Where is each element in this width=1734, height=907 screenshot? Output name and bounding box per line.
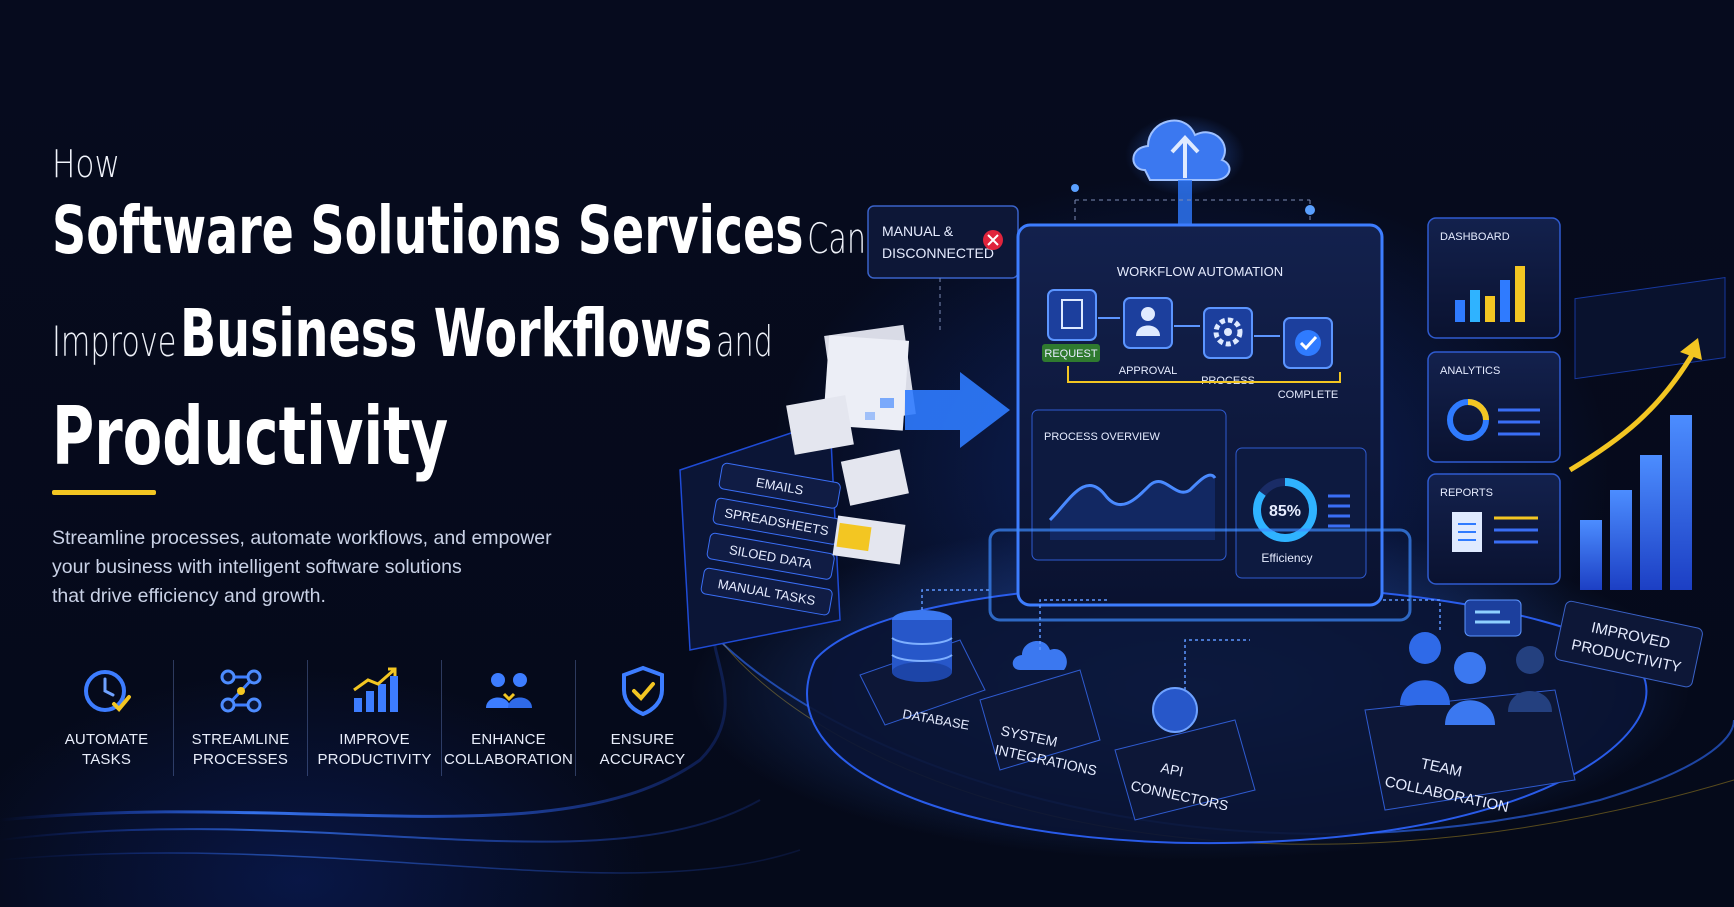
check-circle-icon xyxy=(1295,330,1321,356)
connector-lines xyxy=(921,589,1441,690)
feature-ensure-accuracy: ENSURE ACCURACY xyxy=(576,660,709,776)
flow-arrow-icon xyxy=(865,372,1010,448)
feature-enhance-collaboration: ENHANCE COLLABORATION xyxy=(442,660,576,776)
feature-improve-productivity: IMPROVE PRODUCTIVITY xyxy=(308,660,442,776)
person-icon xyxy=(1454,652,1486,684)
area-line xyxy=(1048,473,1217,522)
feature-label: AUTOMATE xyxy=(64,731,149,748)
person-icon xyxy=(1516,646,1544,674)
headline-bold-1: Software Solutions Services xyxy=(52,192,804,269)
manual-label-line-2: DISCONNECTED xyxy=(882,245,994,261)
workflow-automation-screen: WORKFLOW AUTOMATION REQUEST APPROVAL PRO… xyxy=(988,223,1412,622)
description: Streamline processes, automate workflows… xyxy=(52,524,572,611)
headline-line-3: Productivity xyxy=(52,394,599,502)
efficiency-value: 85% xyxy=(1269,503,1301,520)
step-complete: COMPLETE xyxy=(1278,317,1339,401)
api-label-line-1: API xyxy=(1159,759,1184,779)
headline-line-1: Software Solutions Services Can xyxy=(52,188,866,291)
growth-bars xyxy=(1568,276,1726,590)
cloud-upload-icon xyxy=(1071,115,1315,238)
feature-streamline-processes: STREAMLINE PROCESSES xyxy=(174,660,308,776)
side-panel-title: ANALYTICS xyxy=(1440,365,1500,377)
process-overview-card: PROCESS OVERVIEW xyxy=(1031,409,1227,561)
efficiency-card: 85% Efficiency xyxy=(1235,447,1367,579)
headline-bold-2: Business Workflows xyxy=(180,295,713,372)
puzzle-icon xyxy=(1152,687,1198,733)
feature-label: ENSURE xyxy=(610,731,675,748)
chat-bubble-icon xyxy=(1464,599,1522,637)
side-panel-analytics: ANALYTICS xyxy=(1427,351,1561,463)
feature-label: IMPROVE xyxy=(339,731,410,748)
clock-check-icon xyxy=(83,670,131,712)
cloud-network-icon xyxy=(1012,640,1067,670)
efficiency-ring xyxy=(1253,478,1317,542)
team-collaboration-block: TEAM COLLABORATION xyxy=(1364,599,1576,816)
step-request: REQUEST xyxy=(1042,289,1100,362)
feature-label: STREAMLINE xyxy=(191,731,290,748)
description-line: your business with intelligent software … xyxy=(52,556,462,578)
database-block: DATABASE xyxy=(859,610,986,733)
step-label-approval: APPROVAL xyxy=(1119,365,1178,377)
manual-disconnected-card: MANUAL & DISCONNECTED xyxy=(867,205,1019,330)
step-approval: APPROVAL xyxy=(1119,297,1178,377)
process-overview-title: PROCESS OVERVIEW xyxy=(1044,431,1161,443)
headline: How Software Solutions Services Can Impr… xyxy=(52,140,866,502)
side-panel-dashboard: DASHBOARD xyxy=(1427,217,1561,339)
side-panel-title: DASHBOARD xyxy=(1440,231,1510,243)
workflow-title: WORKFLOW AUTOMATION xyxy=(1117,264,1283,279)
clipboard-icon xyxy=(1061,299,1083,329)
feature-label: PROCESSES xyxy=(192,751,289,768)
headline-line-2: Improve Business Workflows and xyxy=(52,291,773,394)
efficiency-label: Efficiency xyxy=(1261,551,1312,565)
manual-label-line-1: MANUAL & xyxy=(882,223,954,239)
improved-productivity-label: IMPROVED PRODUCTIVITY xyxy=(1554,600,1703,688)
user-icon xyxy=(1141,307,1155,321)
step-label-complete: COMPLETE xyxy=(1278,389,1339,401)
feature-automate-tasks: AUTOMATE TASKS xyxy=(40,660,174,776)
network-nodes-icon xyxy=(220,669,261,713)
team-icon xyxy=(485,673,532,708)
trend-arrow-icon xyxy=(1568,348,1698,473)
loop-connector xyxy=(1067,366,1341,383)
feature-label: PRODUCTIVITY xyxy=(317,751,432,768)
feature-label: TASKS xyxy=(81,751,132,768)
person-icon xyxy=(1409,632,1441,664)
headline-how: How xyxy=(52,142,120,186)
headline-light-1: Can xyxy=(807,214,867,263)
feature-label: ENHANCE xyxy=(471,731,546,748)
feature-list: AUTOMATE TASKS STREAMLINE PROCESSES IMPROV… xyxy=(40,660,709,776)
description-line: that drive efficiency and growth. xyxy=(52,585,326,607)
description-line: Streamline processes, automate workflows… xyxy=(52,527,552,549)
headline-bold-3: Productivity xyxy=(52,390,449,483)
gear-icon xyxy=(1213,317,1243,347)
system-integrations-block: SYSTEM INTEGRATIONS xyxy=(979,640,1101,779)
feature-label: COLLABORATION xyxy=(443,751,574,768)
growth-chart-icon xyxy=(352,667,398,712)
step-process: PROCESS xyxy=(1201,307,1255,387)
feature-label: ACCURACY xyxy=(599,751,686,768)
shield-check-icon xyxy=(621,665,664,717)
headline-light-3: and xyxy=(715,317,773,366)
step-label-request: REQUEST xyxy=(1044,348,1097,360)
side-panel-reports: REPORTS xyxy=(1427,473,1561,585)
monitor-base-glow xyxy=(988,528,1412,622)
accent-divider xyxy=(52,490,156,495)
api-connectors-block: API CONNECTORS xyxy=(1114,687,1256,821)
side-panel-title: REPORTS xyxy=(1440,487,1493,499)
headline-light-2: Improve xyxy=(52,317,177,366)
